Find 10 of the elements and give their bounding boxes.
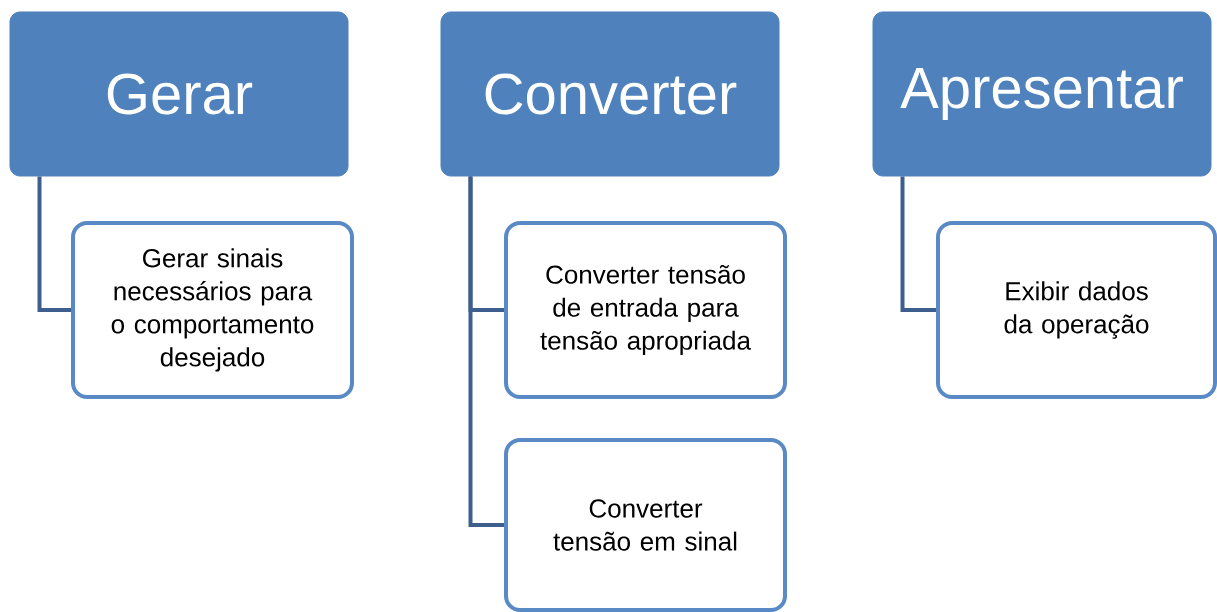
task-box: Converter tensão em sinal (504, 438, 787, 612)
connector-line (37, 176, 71, 312)
task-box: Converter tensão de entrada para tensão apropriada (504, 221, 787, 399)
category-box: Converter (440, 11, 780, 177)
connector-line (468, 176, 504, 527)
task-box: Exibir dados da operação (936, 221, 1217, 399)
category-box: Gerar (9, 11, 349, 177)
connector-line (900, 176, 936, 312)
task-box: Gerar sinais necessários para o comportamento desejado (71, 221, 354, 399)
category-box: Apresentar (872, 11, 1212, 177)
